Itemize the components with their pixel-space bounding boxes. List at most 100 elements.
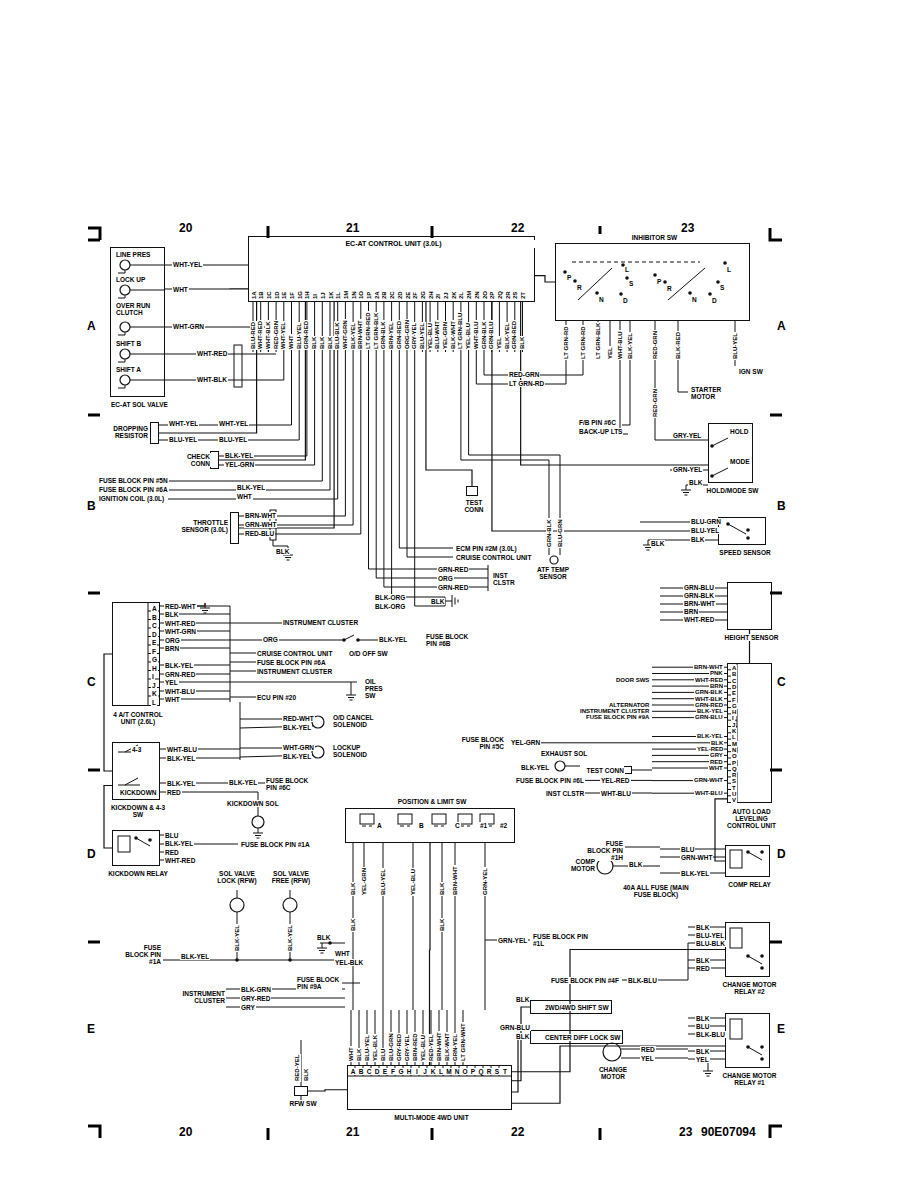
component-label: LINE PRES (115, 251, 151, 258)
wire (655, 440, 708, 441)
contact-dot (134, 836, 138, 840)
wire-label: RED (164, 849, 180, 856)
component-label: G (151, 656, 158, 663)
wire-label: WHT-RED (196, 350, 228, 357)
component-label: 4 A/T CONTROL UNIT (2.6L) (107, 711, 169, 725)
wire-label: BLK-YEL (282, 753, 312, 760)
wire-color-label: RED-GRN (652, 388, 659, 418)
contact-dot (573, 279, 577, 283)
component-label: C (151, 622, 158, 629)
component-box: 4-3KICKDOWNKICKDOWN & 4-3 SW (112, 742, 160, 800)
connector-symbol (118, 836, 130, 852)
wire-label: GRN-BLU (499, 1024, 531, 1031)
wire-label: RED (640, 1046, 656, 1053)
wire (130, 290, 165, 291)
wire-label: GRN-BLU (683, 584, 715, 591)
wire-color-label: DOOR SWS (615, 677, 650, 684)
wire (200, 608, 210, 609)
frame-mark (88, 414, 100, 417)
component-box: RFW SW (294, 1086, 308, 1096)
wire-label: WHT-RED (164, 857, 196, 864)
contact-dot (710, 444, 714, 448)
solenoid-symbol (120, 375, 130, 385)
wire-color-label: BLU-WHT (434, 320, 441, 350)
component-label: TEST CONN (457, 499, 491, 513)
wire-label: YEL (640, 1055, 655, 1062)
pin-number: 2D (397, 290, 404, 300)
wire-color-label: BRN-WHT (452, 865, 459, 896)
wire-color-label: BLK (327, 336, 334, 350)
component-label: S (719, 284, 725, 291)
pin-number: 2H (428, 290, 435, 300)
component-box: 2WD/4WD SHIFT SW (530, 1000, 612, 1014)
solenoid-symbol (120, 322, 130, 332)
wire-label: BLK (515, 1033, 530, 1040)
wire (159, 352, 292, 425)
wire-label: BLK (628, 861, 643, 868)
wire-label: BLU-BLK (695, 940, 726, 947)
wire-color-label: WHT-RED (257, 320, 264, 350)
wire (159, 352, 299, 440)
wire (273, 540, 274, 546)
component-box: ABC#1#2POSITION & LIMIT SW (345, 808, 515, 843)
wire-label: BACK-UP LTS (578, 428, 623, 435)
wire-label: RED (166, 789, 182, 796)
pin-number: 2K (451, 290, 458, 300)
wire-color-label: WHT (708, 765, 724, 772)
pin-number: 2E (405, 291, 412, 300)
pin-number: 2M (466, 290, 473, 300)
destination-label: FUSE BLOCK PIN #6B (425, 633, 477, 647)
wire-label: YEL-BLK (334, 959, 364, 966)
wire (712, 438, 728, 446)
control-unit-box: ABCDEFGHIJKL4 A/T CONTROL UNIT (2.6L) (112, 602, 160, 706)
destination-label: ATF TEMP SENSOR (530, 566, 576, 580)
wire-label: GRN-YEL (497, 937, 528, 944)
wire (351, 690, 352, 695)
contact-dot (746, 528, 750, 532)
wire (348, 697, 354, 698)
destination-label: 40A ALL FUSE (MAIN FUSE BLOCK) (615, 884, 697, 898)
component-label: SHIFT B (115, 340, 142, 347)
wire-label: ORG (164, 637, 181, 644)
wire-color-label: YEL-BLU (410, 868, 417, 896)
destination-label: FUSE BLOCK PIN #9A (296, 976, 342, 990)
component-label: N (598, 296, 605, 303)
grid-reference: B (86, 500, 97, 513)
relay-box: COMP RELAY (725, 845, 770, 877)
component-label: KICKDOWN RELAY (107, 870, 169, 877)
wire (358, 640, 378, 641)
wire (413, 896, 414, 1010)
component-label: POSITION & LIMIT SW (346, 798, 518, 805)
wire (136, 838, 150, 846)
wire (705, 1073, 711, 1074)
wire-label: BLU (164, 832, 179, 839)
wire-color-label: BLK (439, 882, 446, 896)
wire-label: EXHAUST SOL (540, 750, 588, 757)
solenoid-symbol (555, 761, 565, 771)
control-unit-box: ABCDEFGHIJKLMNOPQRSTUVAUTO LOAD LEVELING… (727, 663, 772, 803)
wire-color-label: BRN-WHT (357, 319, 364, 350)
component-label: OVER RUN CLUTCH (115, 302, 155, 316)
wire-color-label: ORG-GRN (404, 319, 411, 350)
component-label: COMP RELAY (721, 881, 778, 888)
wire (351, 682, 352, 690)
component-label: MODE (729, 458, 751, 465)
component-label: LOCK UP (115, 276, 146, 283)
grid-reference: 21 (345, 222, 360, 235)
pin-number: 1O (358, 290, 365, 300)
wire (219, 352, 307, 456)
component-label: A (376, 822, 383, 829)
pin-number: 1K (328, 290, 335, 300)
wire-connector (308, 1090, 347, 1091)
component-label: B (418, 822, 425, 829)
destination-label: INSTRUMENT CLUSTER (176, 990, 226, 1004)
wire (620, 360, 628, 434)
connector-symbol (730, 928, 742, 948)
wire-label: BLU-GRN (690, 518, 722, 525)
contact-dot (746, 536, 750, 540)
wire (257, 838, 260, 839)
wire (202, 610, 208, 611)
wire-color-label: GRN-BLK (481, 320, 488, 350)
wire (455, 598, 456, 605)
contact-dot (663, 280, 667, 284)
